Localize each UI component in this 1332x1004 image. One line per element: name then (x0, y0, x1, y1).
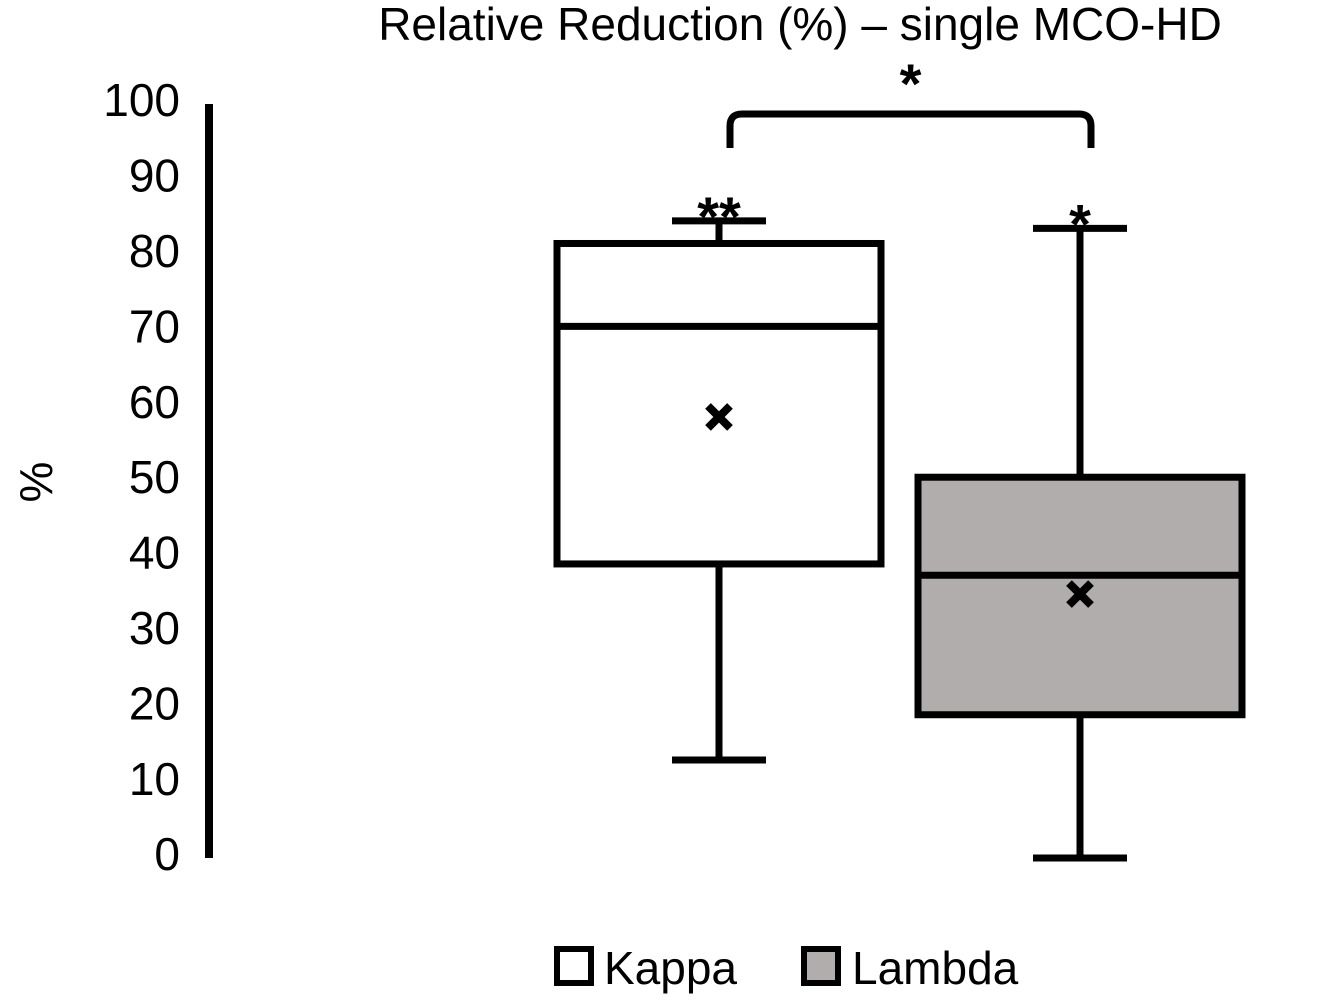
legend-swatch-lambda (801, 946, 841, 986)
y-tick-label: 60 (129, 376, 180, 428)
legend-item-lambda[interactable]: Lambda (801, 942, 1019, 994)
y-tick-label: 0 (154, 828, 180, 880)
significance-bracket: * (726, 52, 1095, 148)
legend-label-kappa: Kappa (604, 942, 737, 994)
y-tick-label: 70 (129, 300, 180, 352)
y-tick-label: 80 (129, 225, 180, 277)
y-tick-labels: 0 10 20 30 40 50 60 70 80 90 100 (103, 74, 180, 880)
legend-swatch-kappa (554, 946, 594, 986)
legend: Kappa Lambda (554, 942, 1019, 994)
significance-marker-kappa: ** (697, 185, 741, 248)
comparison-significance-label: * (900, 52, 922, 115)
mean-marker-lambda (1066, 580, 1094, 608)
chart-title: Relative Reduction (%) – single MCO-HD (378, 0, 1222, 50)
boxes: *** (553, 185, 1246, 862)
legend-label-lambda: Lambda (852, 942, 1019, 994)
y-tick-label: 40 (129, 527, 180, 579)
box-lambda: * (914, 192, 1246, 862)
box-kappa: ** (553, 185, 885, 764)
significance-marker-lambda: * (1069, 192, 1091, 255)
iqr-box-kappa[interactable] (553, 239, 885, 568)
y-tick-label: 90 (129, 150, 180, 202)
y-tick-label: 50 (129, 451, 180, 503)
y-tick-label: 10 (129, 753, 180, 805)
mean-marker-kappa (705, 403, 733, 431)
y-tick-label: 20 (129, 677, 180, 729)
bracket-line (726, 110, 1095, 148)
legend-item-kappa[interactable]: Kappa (554, 942, 737, 994)
y-tick-label: 100 (103, 74, 180, 126)
y-tick-label: 30 (129, 602, 180, 654)
y-axis-label: % (10, 462, 62, 503)
